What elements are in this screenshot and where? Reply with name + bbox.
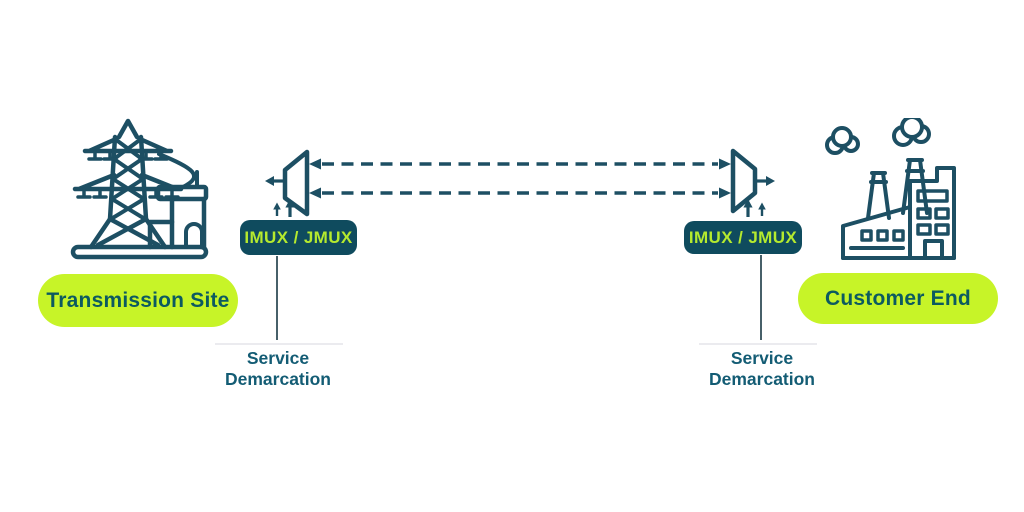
dashed-link-line-bottom — [309, 187, 731, 199]
mux-uplink-arrows-left — [273, 199, 295, 217]
transmission-site-pill: Transmission Site — [38, 274, 238, 327]
tower-base — [70, 244, 209, 260]
transmission-site-label: Transmission Site — [46, 288, 230, 312]
tower-legs — [88, 216, 168, 250]
imux-jmux-label-left: IMUX / JMUX — [244, 227, 353, 247]
transmission-tower-icon — [70, 118, 209, 260]
mux-funnel-icon-right — [730, 148, 758, 214]
chimney-right — [901, 158, 929, 215]
power-cable — [157, 152, 197, 189]
office-door — [923, 239, 944, 260]
imux-jmux-label-right: IMUX / JMUX — [688, 227, 798, 247]
chimney-left — [866, 171, 891, 220]
mux-output-arrow-left — [265, 176, 283, 186]
mux-funnel-icon-left — [282, 149, 310, 217]
factory-icon — [825, 118, 956, 260]
imux-jmux-box-left: IMUX / JMUX — [240, 220, 357, 255]
service-demarcation-label-right: Service Demarcation — [708, 348, 815, 389]
substation-annex — [147, 219, 175, 250]
customer-end-pill: Customer End — [798, 273, 998, 324]
office-window-grid — [916, 207, 950, 236]
smoke-cloud-left-icon — [825, 126, 860, 155]
tower-apex — [116, 118, 140, 140]
substation-door — [184, 222, 204, 249]
customer-end-label: Customer End — [825, 286, 971, 310]
dashed-link-line-top — [309, 158, 731, 170]
imux-jmux-box-right: IMUX / JMUX — [684, 221, 802, 254]
factory-hall-windows — [860, 229, 905, 242]
mux-output-arrow-right — [757, 176, 775, 186]
substation-roof — [155, 184, 209, 202]
office-window-wide — [916, 189, 949, 203]
mux-uplink-arrows-right — [743, 199, 766, 217]
factory-hall — [841, 205, 912, 260]
service-demarcation-label-left: Service Demarcation — [224, 348, 331, 389]
tower-crossarm-upper — [82, 136, 174, 154]
smoke-cloud-right-icon — [892, 118, 931, 147]
office-building — [908, 166, 956, 260]
